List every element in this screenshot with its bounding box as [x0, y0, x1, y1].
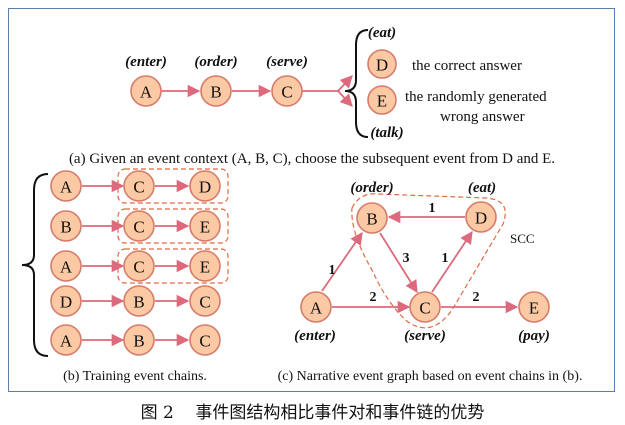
- panel-c-label-b: (order): [350, 180, 393, 196]
- panel-c: SCC 1 1 3 1 2 2 (order) B (eat): [278, 180, 583, 384]
- svg-text:C: C: [419, 299, 430, 318]
- figure-caption: 图 2 事件图结构相比事件对和事件链的优势: [140, 403, 485, 423]
- panel-c-weight-b-c: 3: [403, 251, 410, 266]
- svg-text:C: C: [133, 178, 144, 197]
- svg-text:E: E: [200, 218, 210, 237]
- svg-text:E: E: [200, 258, 210, 277]
- panel-c-label-a: (enter): [294, 328, 336, 344]
- panel-a-label-e: (talk): [370, 125, 403, 141]
- svg-text:C: C: [199, 332, 210, 351]
- panel-a-label-d: (eat): [368, 25, 396, 41]
- panel-c-scc-region: [351, 193, 506, 329]
- panel-a-brace: [344, 29, 369, 138]
- panel-c-edge-c-d: [431, 230, 473, 293]
- svg-text:D: D: [376, 56, 388, 75]
- panel-a-wrong-answer-text-2: wrong answer: [440, 109, 525, 125]
- panel-c-node-c: C: [409, 291, 441, 323]
- panel-b-chain-4: D B C: [50, 285, 221, 317]
- svg-text:B: B: [210, 83, 221, 102]
- svg-text:E: E: [529, 299, 539, 318]
- panel-a-caption: (a) Given an event context (A, B, C), ch…: [69, 151, 555, 167]
- panel-b-caption: (b) Training event chains.: [63, 369, 207, 384]
- panel-c-weight-a-b: 1: [329, 263, 336, 278]
- panel-b-dashed-box-2: [117, 208, 229, 244]
- svg-text:A: A: [310, 299, 323, 318]
- svg-text:D: D: [60, 293, 72, 312]
- svg-text:D: D: [475, 209, 487, 228]
- panel-a: (enter) (order) (serve) A B C: [69, 25, 555, 167]
- panel-b-dashed-box-3: [117, 248, 229, 284]
- svg-text:C: C: [199, 293, 210, 312]
- panel-a-edge-to-e: [337, 90, 353, 107]
- panel-c-node-b: B: [356, 202, 388, 234]
- panel-a-label-a: (enter): [125, 54, 167, 70]
- panel-a-label-b: (order): [194, 54, 237, 70]
- panel-b-chain-3: A C E: [50, 250, 221, 282]
- panel-a-node-e: E: [367, 85, 397, 115]
- panel-a-node-a: A: [130, 75, 162, 107]
- panel-c-label-c: (serve): [404, 328, 446, 344]
- panel-b-chain-1: A C D: [50, 170, 221, 202]
- panel-c-node-d: D: [465, 201, 497, 233]
- panel-c-weight-c-d: 1: [442, 251, 449, 266]
- svg-text:B: B: [133, 332, 144, 351]
- svg-text:D: D: [199, 178, 211, 197]
- panel-c-edge-b-c: [379, 232, 418, 294]
- panel-a-node-c: C: [271, 75, 303, 107]
- svg-text:C: C: [133, 258, 144, 277]
- panel-b-chain-5: A B C: [50, 324, 221, 356]
- svg-text:B: B: [60, 218, 71, 237]
- svg-text:C: C: [133, 218, 144, 237]
- svg-text:C: C: [281, 83, 292, 102]
- svg-text:A: A: [60, 258, 73, 277]
- svg-text:A: A: [60, 332, 73, 351]
- svg-text:B: B: [366, 210, 377, 229]
- svg-text:E: E: [377, 92, 387, 111]
- panel-b: A C D B C E A C: [21, 168, 229, 384]
- panel-c-weight-a-c: 2: [370, 290, 377, 305]
- panel-c-label-e: (pay): [518, 328, 550, 344]
- panel-c-node-a: A: [300, 291, 332, 323]
- panel-c-scc-label: SCC: [510, 231, 535, 246]
- panel-b-brace: [21, 173, 49, 357]
- panel-a-node-d: D: [367, 49, 397, 79]
- panel-c-weight-d-b: 1: [429, 201, 436, 216]
- panel-a-edge-to-d: [337, 75, 353, 92]
- panel-c-weight-c-e: 2: [473, 290, 480, 305]
- panel-b-dashed-box-1: [117, 168, 229, 204]
- panel-c-caption: (c) Narrative event graph based on event…: [278, 369, 583, 384]
- panel-a-node-b: B: [200, 75, 232, 107]
- panel-c-edge-a-b: [321, 231, 363, 292]
- svg-text:A: A: [60, 178, 73, 197]
- panel-a-correct-answer-text: the correct answer: [412, 58, 522, 74]
- panel-c-label-d: (eat): [468, 180, 496, 196]
- svg-text:A: A: [140, 83, 153, 102]
- panel-c-node-e: E: [518, 291, 550, 323]
- panel-a-label-c: (serve): [266, 54, 308, 70]
- panel-a-wrong-answer-text-1: the randomly generated: [405, 89, 547, 105]
- panel-b-chain-2: B C E: [50, 210, 221, 242]
- figure-frame: [8, 8, 615, 392]
- svg-text:B: B: [133, 293, 144, 312]
